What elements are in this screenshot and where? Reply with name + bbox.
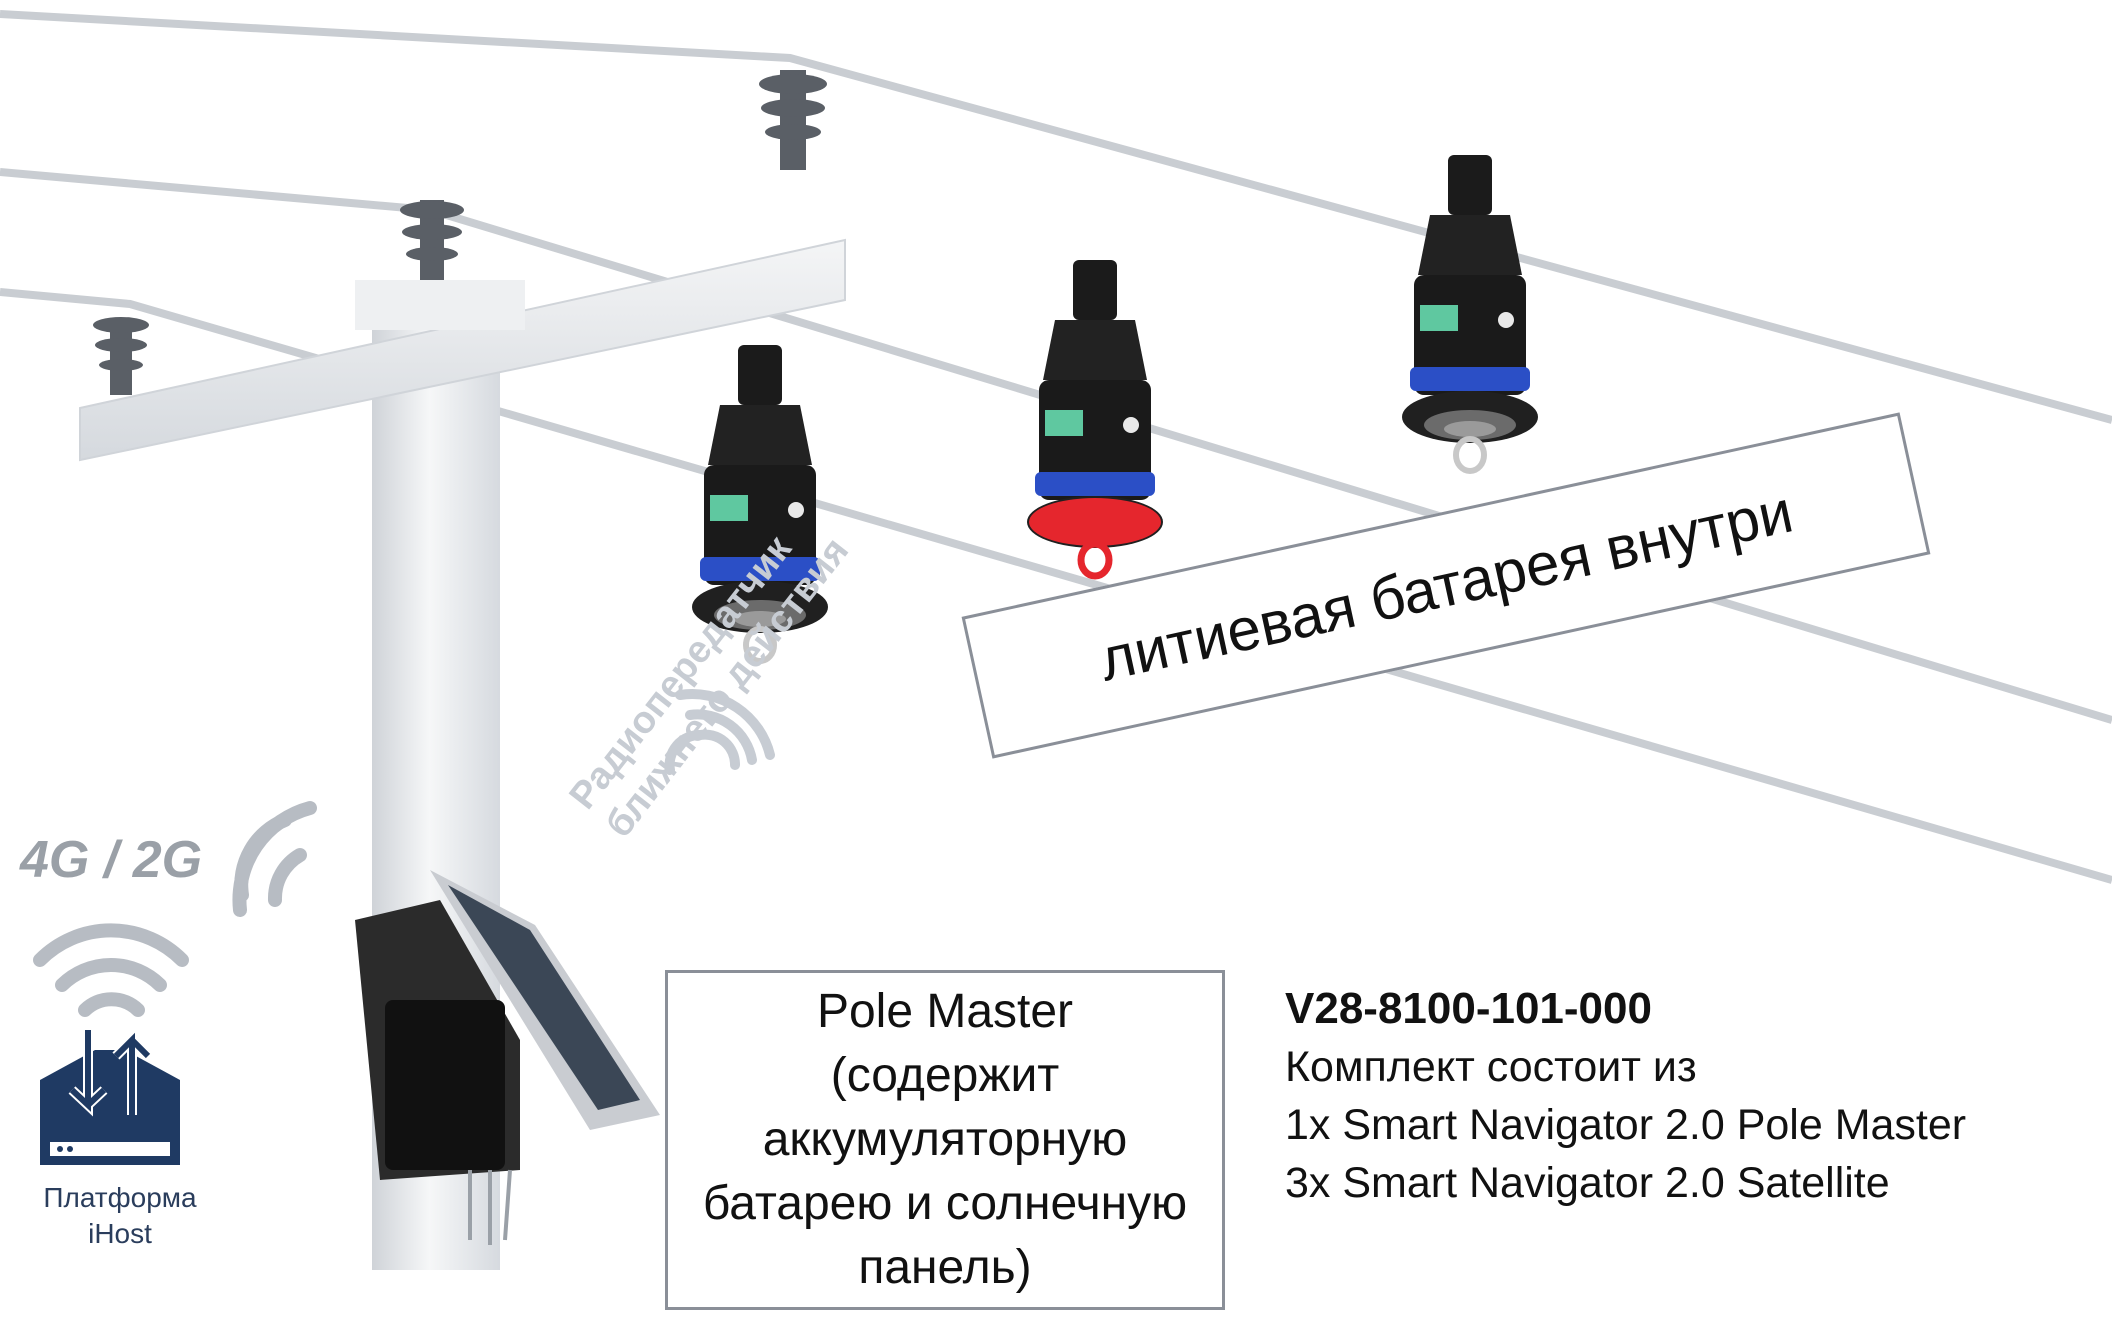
upload-download-icon bbox=[40, 1027, 180, 1165]
pole-master-line: Pole Master bbox=[816, 985, 1074, 1038]
kit-line: 1x Smart Navigator 2.0 Pole Master bbox=[1285, 1101, 1967, 1149]
satellite-device-2 bbox=[1027, 260, 1163, 580]
solar-panel-icon bbox=[430, 870, 660, 1130]
network-label: 4G / 2G bbox=[20, 831, 203, 889]
pole-master-device bbox=[355, 870, 660, 1245]
wifi-icon bbox=[33, 923, 189, 1017]
pole-master-line: панель) bbox=[858, 1241, 1032, 1294]
platform-line2: iHost bbox=[88, 1218, 152, 1249]
radio-signal-icon bbox=[664, 689, 775, 775]
insulator-middle bbox=[400, 200, 464, 280]
kit-description: V28-8100-101-000 Комплект состоит из 1x … bbox=[1285, 980, 2085, 1212]
platform-label: Платформа iHost bbox=[18, 1180, 222, 1252]
insulator-right bbox=[759, 70, 827, 170]
satellite-device-3 bbox=[1402, 155, 1538, 471]
platform-line1: Платформа bbox=[43, 1182, 197, 1213]
insulator-left bbox=[93, 317, 149, 395]
kit-line: Комплект состоит из bbox=[1285, 1043, 1697, 1091]
kit-code: V28-8100-101-000 bbox=[1285, 984, 1652, 1033]
pole-master-line: аккумуляторную bbox=[762, 1113, 1128, 1166]
pole-master-callout: Pole Master (содержит аккумуляторную бат… bbox=[665, 970, 1225, 1310]
cellular-signal-icon bbox=[232, 801, 317, 917]
kit-line: 3x Smart Navigator 2.0 Satellite bbox=[1285, 1159, 1890, 1207]
pole-master-line: (содержит bbox=[830, 1049, 1060, 1102]
pole-master-line: батарею и солнечную bbox=[702, 1177, 1188, 1230]
utility-pole bbox=[79, 70, 846, 1270]
